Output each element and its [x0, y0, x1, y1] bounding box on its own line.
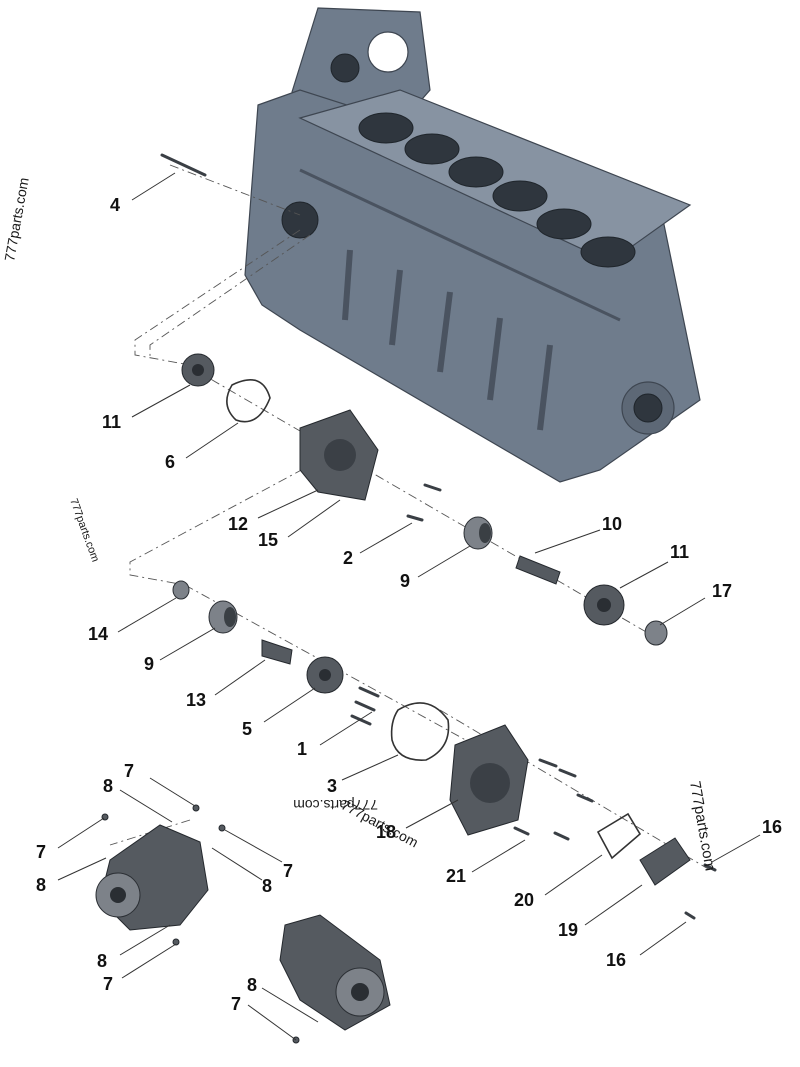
- bolt-part-21b: [553, 831, 570, 841]
- shaft-part-13: [261, 639, 293, 665]
- watermark-left-top: 777parts.com: [1, 176, 31, 262]
- callout-8: 8: [36, 875, 46, 895]
- bushing-part-9-upper: [463, 516, 493, 550]
- callout-18: 18: [376, 822, 396, 842]
- callout-9: 9: [144, 654, 154, 674]
- callout-17: 17: [712, 581, 732, 601]
- cover-part-19: [639, 837, 691, 886]
- callout-7: 7: [283, 861, 293, 881]
- callout-5: 5: [242, 719, 252, 739]
- gear-part-5: [306, 656, 344, 694]
- gasket-part-20: [596, 812, 642, 860]
- callout-14: 14: [88, 624, 108, 644]
- callout-9: 9: [400, 571, 410, 591]
- watermark-center-rotated: 777parts.com: [339, 797, 421, 851]
- plug-part-14: [172, 580, 190, 600]
- cap-part-17: [644, 620, 668, 646]
- bolt-part-16b: [684, 911, 696, 920]
- screw-part-7d: [172, 938, 180, 946]
- callout-8: 8: [262, 876, 272, 896]
- pump-assembly-left: [95, 824, 209, 931]
- callout-3: 3: [327, 776, 337, 796]
- bolt-part-18a: [538, 758, 558, 768]
- callout-7: 7: [124, 761, 134, 781]
- callout-1: 1: [297, 739, 307, 759]
- gear-part-11-upper: [181, 353, 215, 387]
- bolt-part-1b: [354, 700, 376, 712]
- bolt-part-2b: [406, 514, 424, 522]
- bolt-part-16a: [703, 863, 717, 872]
- bolt-part-18c: [576, 793, 594, 803]
- pump-assembly-lower: [279, 914, 391, 1031]
- bolt-part-21a: [513, 826, 530, 836]
- callout-21: 21: [446, 866, 466, 886]
- callout-11: 11: [102, 412, 121, 432]
- leader-lines: [57, 172, 761, 1041]
- screw-part-7a: [192, 804, 200, 812]
- bolt-part-1c: [350, 714, 372, 726]
- watermark-center-flipped: 777parts.com: [293, 797, 378, 813]
- callout-4: 4: [110, 195, 120, 215]
- callout-19: 19: [558, 920, 578, 940]
- callout-8: 8: [97, 951, 107, 971]
- bolt-part-4: [160, 153, 207, 177]
- bolt-part-2a: [423, 483, 442, 492]
- callout-13: 13: [186, 690, 206, 710]
- callout-7: 7: [231, 994, 241, 1014]
- screw-part-7c: [218, 824, 226, 832]
- parts: [95, 153, 717, 1044]
- watermark-left-mid: 777parts.com: [67, 497, 101, 564]
- gear-part-11-lower: [583, 584, 625, 626]
- callout-8: 8: [247, 975, 257, 995]
- callout-16: 16: [606, 950, 626, 970]
- pump-housing-part-12: [299, 409, 379, 501]
- callout-11: 11: [670, 542, 689, 562]
- callout-10: 10: [602, 514, 622, 534]
- callout-6: 6: [165, 452, 175, 472]
- bolt-part-18b: [558, 768, 577, 778]
- gasket-part-6: [226, 378, 271, 423]
- callout-12: 12: [228, 514, 248, 534]
- callout-8: 8: [103, 776, 113, 796]
- gasket-part-3: [390, 702, 450, 761]
- bushing-part-9-lower: [208, 600, 238, 634]
- callout-2: 2: [343, 548, 353, 568]
- bolt-part-1a: [358, 686, 380, 698]
- shaft-part-10: [515, 555, 561, 585]
- engine-block: [244, 7, 701, 483]
- callout-20: 20: [514, 890, 534, 910]
- callout-labels: 4 11 6 12 15 2 10 9 11 17 14 9 13 5 1 3 …: [36, 195, 782, 1014]
- axis-lines: [109, 164, 711, 871]
- callout-7: 7: [103, 974, 113, 994]
- callout-16: 16: [762, 817, 782, 837]
- callout-15: 15: [258, 530, 278, 550]
- housing-part-18: [449, 724, 529, 836]
- callout-7: 7: [36, 842, 46, 862]
